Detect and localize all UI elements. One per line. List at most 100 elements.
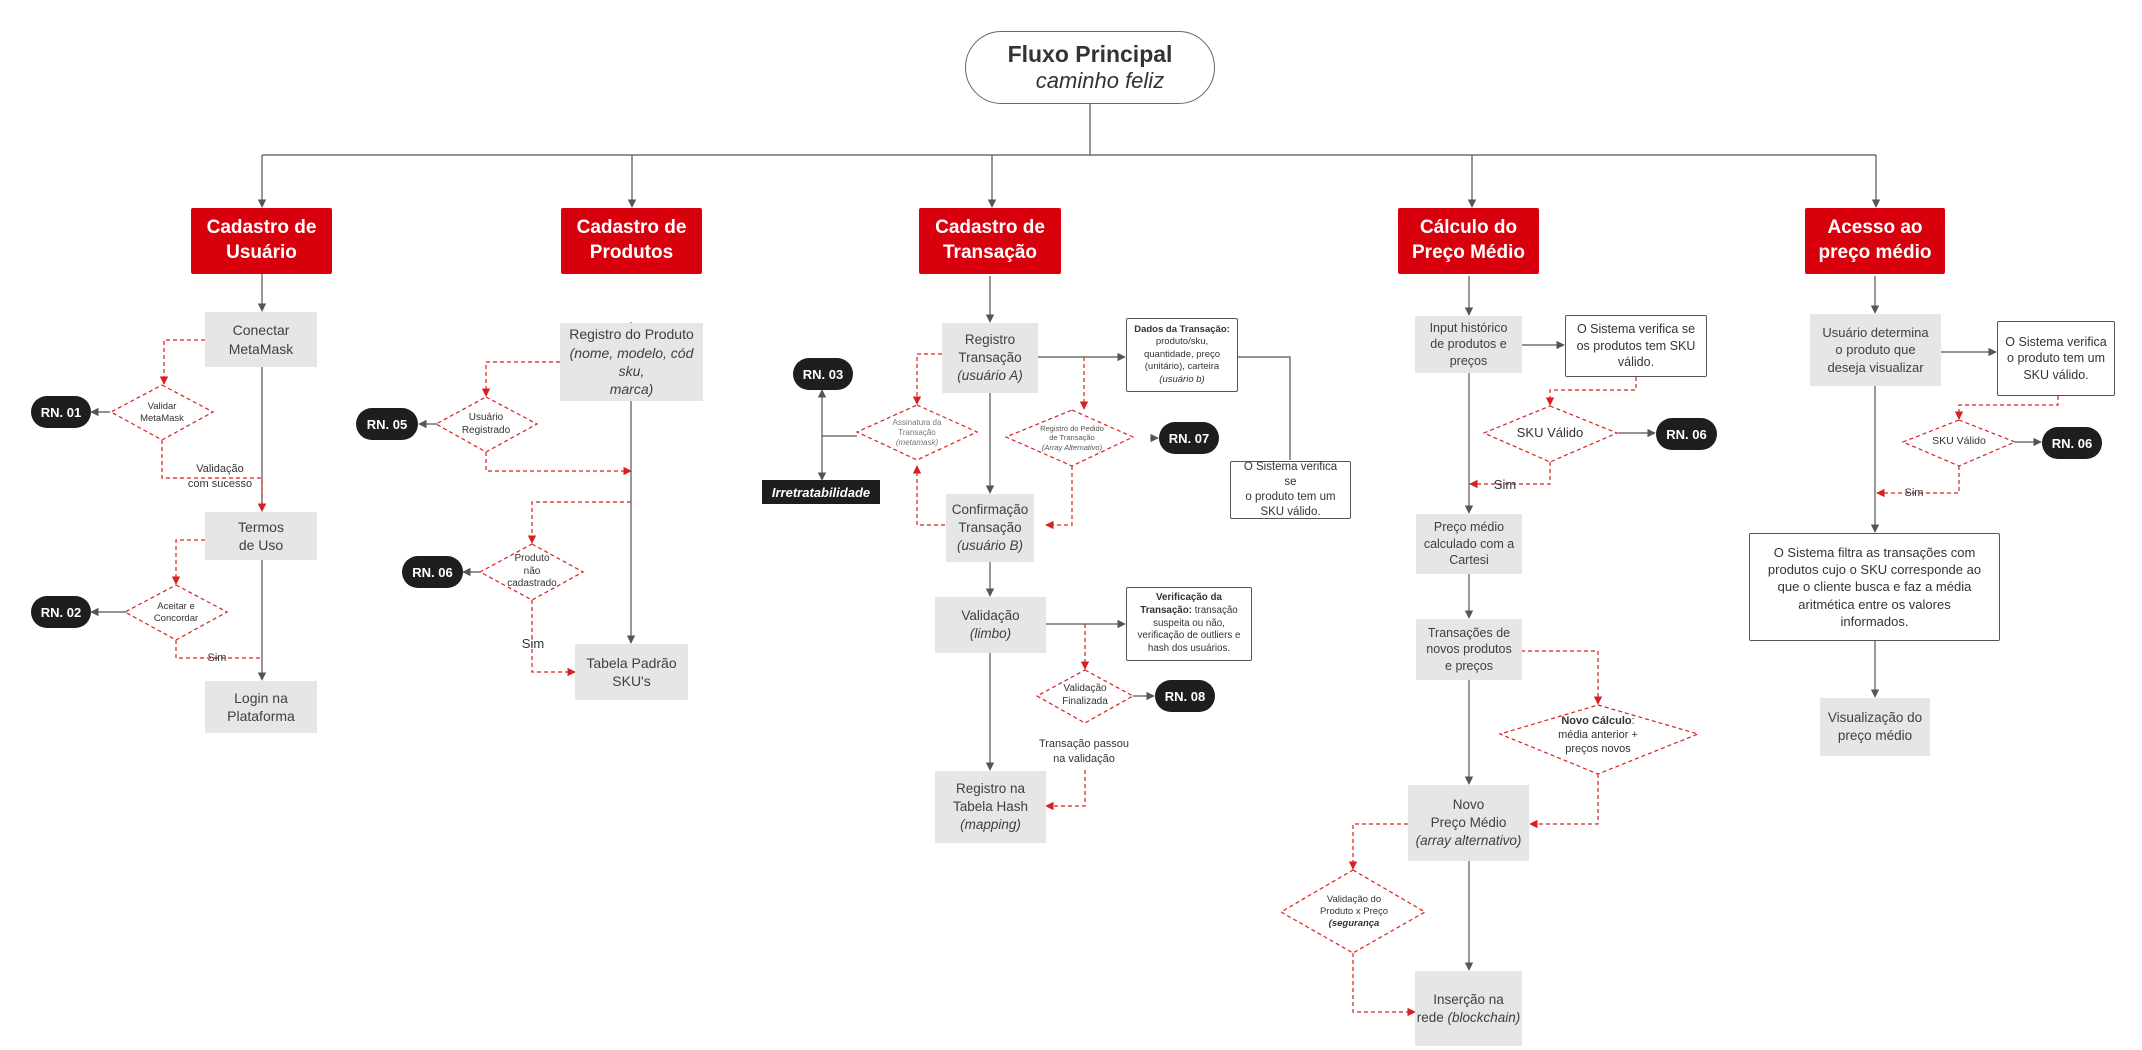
decision-validar-metamask: Validar MetaMask	[120, 396, 204, 430]
decision-text: preços novos	[1565, 743, 1631, 756]
header-cadastro-produtos: Cadastro de Produtos	[561, 208, 702, 274]
step-text: (mapping)	[960, 816, 1021, 832]
flow-title: Fluxo Principal caminho feliz	[965, 31, 1215, 104]
note-verifica-sku: O Sistema verifica se o produto tem um S…	[1230, 461, 1351, 519]
step-login-plataforma: Login na Plataforma	[205, 681, 317, 733]
step-text: Plataforma	[227, 708, 295, 724]
header-line: Preço Médio	[1412, 242, 1525, 263]
step-text: de Uso	[238, 537, 284, 553]
note-text: suspeita ou não,	[1153, 617, 1225, 629]
note-text: hash dos usuários.	[1147, 643, 1231, 655]
step-text: e preços	[1445, 658, 1493, 673]
step-registro-produto: Registro do Produto (nome, modelo, cód s…	[560, 323, 703, 401]
step-text: Registro do Produto	[569, 326, 694, 343]
step-text: (array alternativo)	[1415, 832, 1522, 848]
note-text: produto/sku,	[1155, 336, 1209, 348]
flow-title-sub: caminho feliz	[1035, 68, 1165, 93]
step-text: novos produtos	[1426, 642, 1512, 657]
header-line: Acesso ao	[1827, 217, 1923, 239]
step-validacao-limbo: Validação (limbo)	[935, 597, 1046, 653]
decision-registro-pedido: Registro do Pedido de Transação (Array A…	[1031, 420, 1113, 456]
decision-text: Aceitar e	[157, 600, 195, 612]
step-text: de produtos e	[1430, 337, 1507, 352]
step-text: SKU's	[612, 673, 651, 689]
label-sim: Sim	[521, 636, 545, 651]
label-sim: Sim	[1904, 487, 1924, 499]
badge-irretratabilidade: Irretratabilidade	[762, 480, 880, 504]
decision-text: Novo Cálculo	[1561, 714, 1632, 727]
decision-text: Assinatura da	[892, 417, 942, 427]
note-text: Verificação da	[1156, 592, 1222, 604]
note-text: O Sistema filtra as transações com	[1773, 545, 1976, 561]
header-line: Produtos	[589, 242, 674, 263]
header-line: Cadastro de	[206, 217, 317, 239]
step-text: Termos	[238, 518, 284, 535]
note-text: produtos cujo o SKU corresponde ao	[1767, 562, 1982, 578]
step-text: MetaMask	[228, 340, 294, 357]
note-text: Transação:	[1140, 604, 1192, 616]
badge-rn-06: RN. 06	[402, 556, 463, 588]
step-text: Visualização do	[1827, 710, 1923, 726]
step-transacoes-novos-produtos: Transações de novos produtos e preços	[1416, 619, 1522, 680]
step-text: o produto que	[1835, 342, 1916, 358]
decision-text: Registrado	[461, 425, 511, 436]
note-text: O Sistema verifica se	[1576, 322, 1696, 337]
decision-text: de Transação	[1049, 433, 1095, 443]
step-text: (nome, modelo, cód sku,	[569, 344, 694, 379]
step-conectar-metamask: Conectar MetaMask	[205, 312, 317, 367]
decision-text: MetaMask	[140, 413, 184, 424]
badge-rn-06: RN. 06	[1656, 418, 1717, 450]
step-text: Preço Médio	[1430, 815, 1507, 831]
decision-text: Transação	[898, 427, 936, 437]
note-dados-transacao: Dados da Transação: produto/sku, quantid…	[1126, 318, 1238, 392]
step-text: Registro na	[955, 781, 1026, 797]
header-acesso-preco-medio: Acesso ao preço médio	[1805, 208, 1945, 274]
step-text: Confirmação	[951, 502, 1029, 518]
note-verifica-sku-produtos: O Sistema verifica se os produtos tem SK…	[1565, 315, 1707, 377]
decision-text: Produto x Preço	[1319, 905, 1389, 917]
step-text: marca)	[609, 381, 654, 398]
decision-text: média anterior +	[1558, 728, 1638, 741]
step-confirmacao-transacao: Confirmação Transação (usuário B)	[946, 494, 1034, 562]
note-text: informados.	[1840, 613, 1909, 629]
step-text: rede	[1416, 1009, 1444, 1025]
decision-text: :	[1631, 714, 1635, 727]
badge-rn-06: RN. 06	[2042, 427, 2102, 459]
step-text: Login na	[234, 689, 288, 706]
decision-text: Validação	[1063, 683, 1107, 695]
step-text: Transações de	[1427, 625, 1511, 640]
header-cadastro-transacao: Cadastro de Transação	[919, 208, 1061, 274]
decision-text: Usuário	[468, 412, 504, 424]
step-text: calculado com a	[1423, 536, 1515, 551]
decision-text: Validar	[147, 400, 177, 412]
decision-novo-calculo: Novo Cálculo: média anterior + preços no…	[1540, 712, 1656, 758]
step-text: Tabela Padrão	[586, 654, 677, 671]
note-text: o produto tem um	[2007, 351, 2105, 366]
step-text: (limbo)	[969, 626, 1012, 641]
step-text: Tabela Hash	[952, 799, 1029, 815]
badge-rn-07: RN. 07	[1159, 422, 1219, 454]
header-line: Cadastro de	[576, 217, 687, 239]
step-text: Transação	[958, 520, 1022, 536]
step-text: Validação	[961, 608, 1020, 624]
badge-rn-02: RN. 02	[31, 596, 91, 628]
header-line: Usuário	[226, 242, 297, 263]
note-text: transação	[1194, 604, 1238, 616]
label-sim: Sim	[207, 652, 227, 664]
badge-rn-08: RN. 08	[1155, 680, 1215, 712]
decision-validacao-finalizada: Validação Finalizada	[1048, 680, 1122, 712]
note-text: Dados da Transação:	[1134, 324, 1230, 336]
step-preco-medio-cartesi: Preço médio calculado com a Cartesi	[1416, 514, 1522, 574]
decision-text: Registro do Pedido	[1040, 423, 1104, 433]
step-termos-de-uso: Termos de Uso	[205, 512, 317, 560]
step-text: Input histórico	[1429, 320, 1508, 335]
decision-produto-nao-cadastrado: Produto não cadastrado	[492, 551, 572, 593]
step-text: (usuário A)	[957, 367, 1023, 383]
note-verifica-sku-acesso: O Sistema verifica o produto tem um SKU …	[1997, 321, 2115, 396]
step-text: Preço médio	[1433, 520, 1505, 535]
header-line: Transação	[943, 242, 1037, 263]
note-text: O Sistema verifica	[2005, 334, 2107, 349]
note-text: SKU válido.	[2023, 367, 2089, 382]
label-validacao-sucesso: Validação com sucesso	[180, 462, 260, 492]
note-text: válido.	[1617, 355, 1655, 370]
